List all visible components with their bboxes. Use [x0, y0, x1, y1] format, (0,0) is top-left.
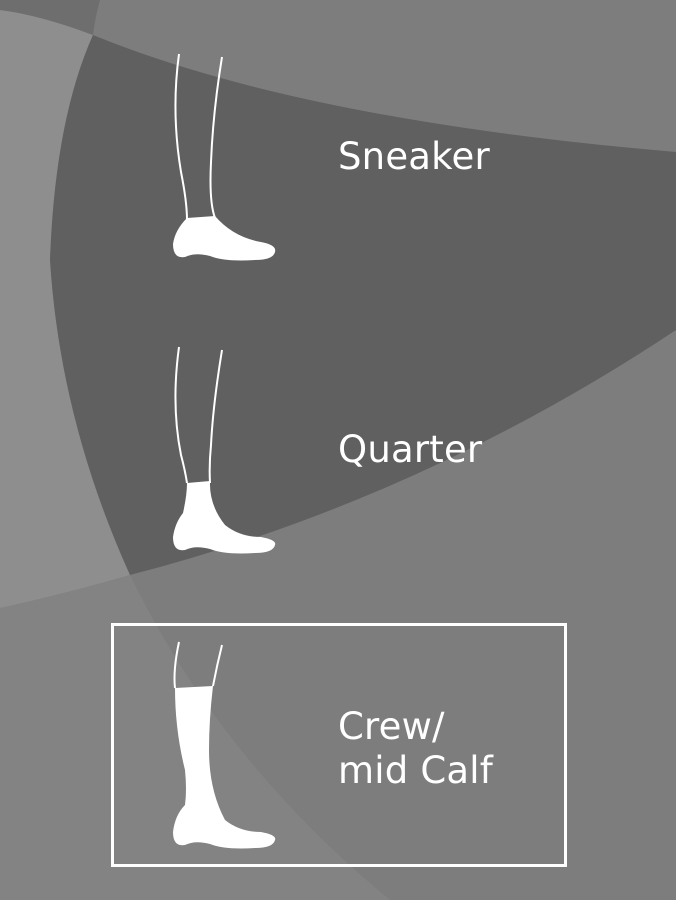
sneaker-sock-icon [173, 53, 276, 261]
sock-label-quarter: Quarter [338, 428, 483, 471]
sock-label-crew-line2: mid Calf [338, 749, 493, 792]
crew-sock-icon [173, 641, 276, 849]
selected-option-frame[interactable] [111, 623, 567, 867]
sock-label-sneaker: Sneaker [338, 135, 490, 178]
quarter-sock-icon [173, 346, 276, 554]
sock-label-crew-line1: Crew/ [338, 705, 445, 748]
